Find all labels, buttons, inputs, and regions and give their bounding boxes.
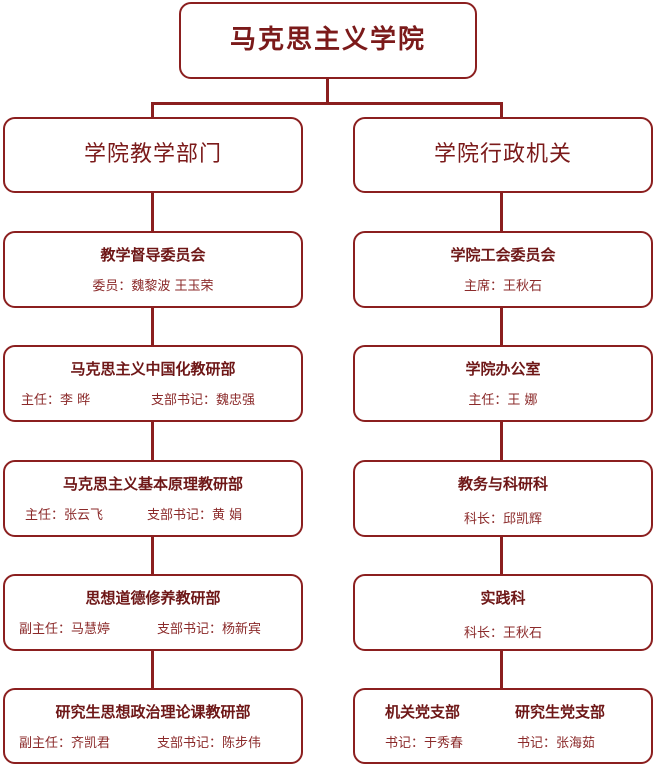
unit-lead: 副主任：齐凯君 [19,736,111,751]
unit-secretary: 支部书记：黄 娟 [147,508,243,523]
right-unit-5: 机关党支部 研究生党支部 书记：于秀春 书记：张海茹 [353,688,653,764]
right-unit-4: 实践科 科长：王秋石 [353,574,653,651]
left-unit-4: 思想道德修养教研部 副主任：马慧婷 支部书记：杨新宾 [3,574,303,651]
unit-lead: 副主任：马慧婷 [19,622,111,637]
unit-lead: 科长：王秋石 [463,626,542,641]
unit-lead: 主任：张云飞 [25,508,104,523]
top-node-title: 马克思主义学院 [229,25,426,55]
connector-top-vertical [326,78,329,104]
unit-name-a: 机关党支部 [385,703,461,721]
left-unit-3: 马克思主义基本原理教研部 主任：张云飞 支部书记：黄 娟 [3,460,303,537]
right-unit-2: 学院办公室 主任：王 娜 [353,345,653,422]
connector-right-column [500,192,503,692]
top-node-box: 马克思主义学院 [179,2,477,79]
unit-lead: 主任：王 娜 [468,393,538,408]
unit-name: 学院办公室 [465,360,541,378]
unit-name: 教务与科研科 [457,475,548,493]
right-header-box: 学院行政机关 [353,117,653,193]
left-header-box: 学院教学部门 [3,117,303,193]
unit-name: 思想道德修养教研部 [85,589,221,607]
left-unit-5: 研究生思想政治理论课教研部 副主任：齐凯君 支部书记：陈步伟 [3,688,303,764]
left-header-title: 学院教学部门 [83,142,222,167]
unit-secretary: 支部书记：杨新宾 [157,622,262,637]
unit-name: 研究生思想政治理论课教研部 [55,703,251,721]
unit-lead: 主任：李 晔 [21,393,91,408]
unit-name: 实践科 [480,589,526,607]
unit-secretary-b: 书记：张海茹 [517,736,596,751]
left-unit-2: 马克思主义中国化教研部 主任：李 晔 支部书记：魏忠强 [3,345,303,422]
left-unit-1: 教学督导委员会 委员：魏黎波 王玉荣 [3,231,303,308]
unit-name-b: 研究生党支部 [515,703,606,721]
right-unit-1: 学院工会委员会 主席：王秋石 [353,231,653,308]
unit-name: 马克思主义基本原理教研部 [62,475,243,493]
right-unit-3: 教务与科研科 科长：邱凯辉 [353,460,653,537]
unit-name: 教学督导委员会 [100,246,206,264]
unit-lead: 科长：邱凯辉 [463,512,542,527]
unit-name: 学院工会委员会 [450,246,556,264]
unit-secretary: 支部书记：陈步伟 [157,736,262,751]
unit-secretary: 支部书记：魏忠强 [151,393,256,408]
right-header-title: 学院行政机关 [433,142,572,167]
unit-secretary-a: 书记：于秀春 [385,736,464,751]
unit-chair: 主席：王秋石 [463,279,542,294]
connector-horizontal [152,102,501,105]
connector-left-column [151,192,154,692]
unit-members: 委员：魏黎波 王玉荣 [92,279,214,294]
connector-left-drop [151,102,154,118]
unit-name: 马克思主义中国化教研部 [70,360,236,378]
connector-right-drop [500,102,503,118]
